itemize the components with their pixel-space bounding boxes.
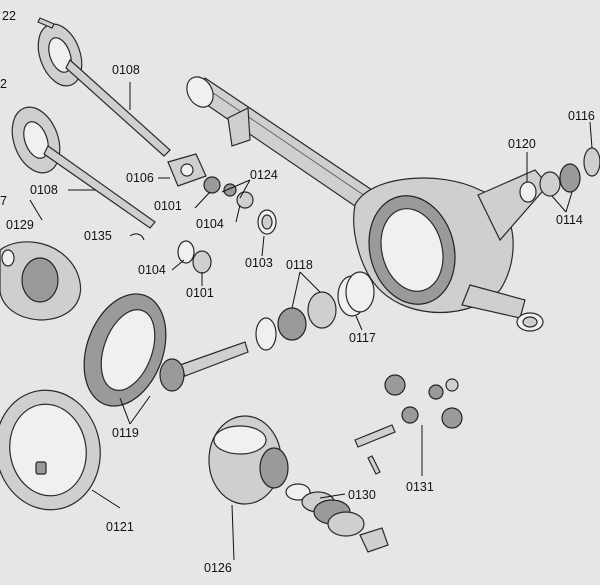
label-0106: 0106: [126, 171, 154, 185]
part-labels: 22 0108 2 0108 7 0129 0135 0106 0124 010…: [0, 9, 595, 575]
shim-rings-0117: [337, 271, 375, 317]
label-0103: 0103: [245, 256, 273, 270]
label-0135: 0135: [84, 229, 112, 243]
label-0108-lower: 0108: [30, 183, 58, 197]
differential-case-0129: [0, 241, 82, 321]
label-0124: 0124: [250, 168, 278, 182]
label-0118: 0118: [286, 258, 313, 272]
label-0120: 0120: [508, 137, 536, 151]
spider-gears-0131: [354, 374, 463, 475]
label-0117: 0117: [349, 331, 376, 345]
label-0101-lower: 0101: [186, 286, 214, 300]
diff-case-0126: [208, 415, 289, 505]
leader-lines: [29, 82, 593, 561]
bearing-pair-0104: [177, 240, 212, 274]
label-0130: 0130: [348, 488, 376, 502]
ring-gear-0119: [83, 293, 167, 407]
label-0104-lower: 0104: [138, 263, 166, 277]
label-0108-upper: 0108: [112, 63, 140, 77]
label-0114: 0114: [556, 213, 583, 227]
label-0121: 0121: [106, 520, 134, 534]
label-0127: 7: [0, 194, 7, 208]
bolt-0122: [37, 17, 55, 29]
label-0126: 0126: [204, 561, 232, 575]
clutch-pack-0130: [285, 483, 389, 553]
label-0116: 0116: [568, 109, 595, 123]
label-0122: 22: [2, 9, 16, 23]
flange-plate-0106: [167, 153, 207, 187]
pinion-bearing-0118: [255, 291, 337, 351]
label-0119: 0119: [112, 426, 139, 440]
pinion-gear-0119: [159, 341, 249, 392]
label-0129: 0129: [6, 218, 34, 232]
label-0101-upper: 0101: [154, 199, 182, 213]
label-0112: 2: [0, 77, 7, 91]
clip-0135: [129, 233, 145, 241]
label-0104-upper: 0104: [196, 217, 224, 231]
axle-shaft-lower: [11, 106, 156, 229]
label-0131: 0131: [406, 480, 434, 494]
diff-cover-0121: [0, 389, 101, 511]
bearing-set-right: [519, 147, 600, 203]
